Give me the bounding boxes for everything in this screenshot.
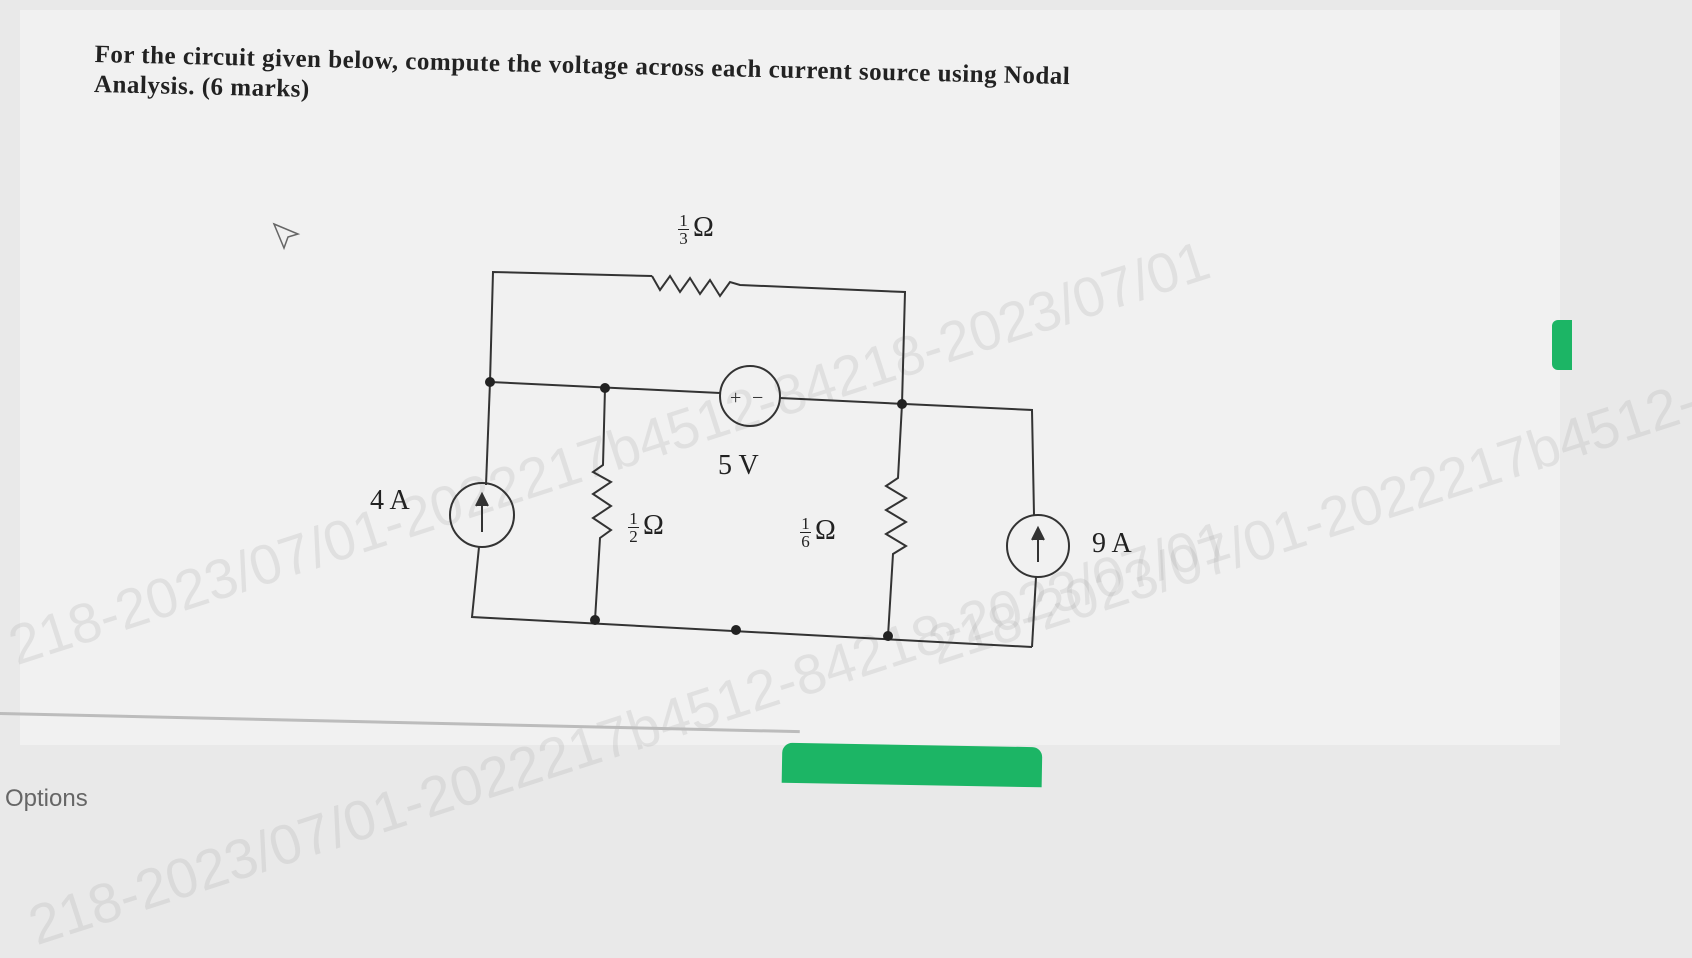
current-source-left <box>449 482 515 548</box>
node-dot <box>485 377 495 387</box>
resistor-right <box>884 403 908 637</box>
circuit-diagram: + − <box>449 270 1070 648</box>
current-source-right <box>1006 514 1070 578</box>
node-dot <box>600 383 610 393</box>
current-source-left-label: 4 A <box>370 485 410 516</box>
node-dot <box>590 615 600 625</box>
wire <box>489 270 653 383</box>
question-panel <box>20 10 1560 745</box>
wire <box>485 381 491 486</box>
action-button[interactable] <box>781 742 1043 788</box>
options-button[interactable]: Options <box>5 785 88 812</box>
resistor-left <box>591 387 613 621</box>
current-source-right-label: 9 A <box>1092 528 1132 559</box>
node-dot <box>731 625 741 635</box>
voltage-source <box>719 365 781 427</box>
mouse-cursor-icon <box>272 222 301 251</box>
wire <box>470 546 1033 648</box>
plus-sign: + <box>730 387 741 409</box>
resistor-top <box>651 274 907 405</box>
side-tab[interactable] <box>1552 320 1572 370</box>
node-dot <box>883 631 893 641</box>
node-dot <box>897 399 907 409</box>
minus-sign: − <box>752 387 763 409</box>
wire <box>779 397 1035 516</box>
voltage-source-label: 5 V <box>718 450 759 481</box>
